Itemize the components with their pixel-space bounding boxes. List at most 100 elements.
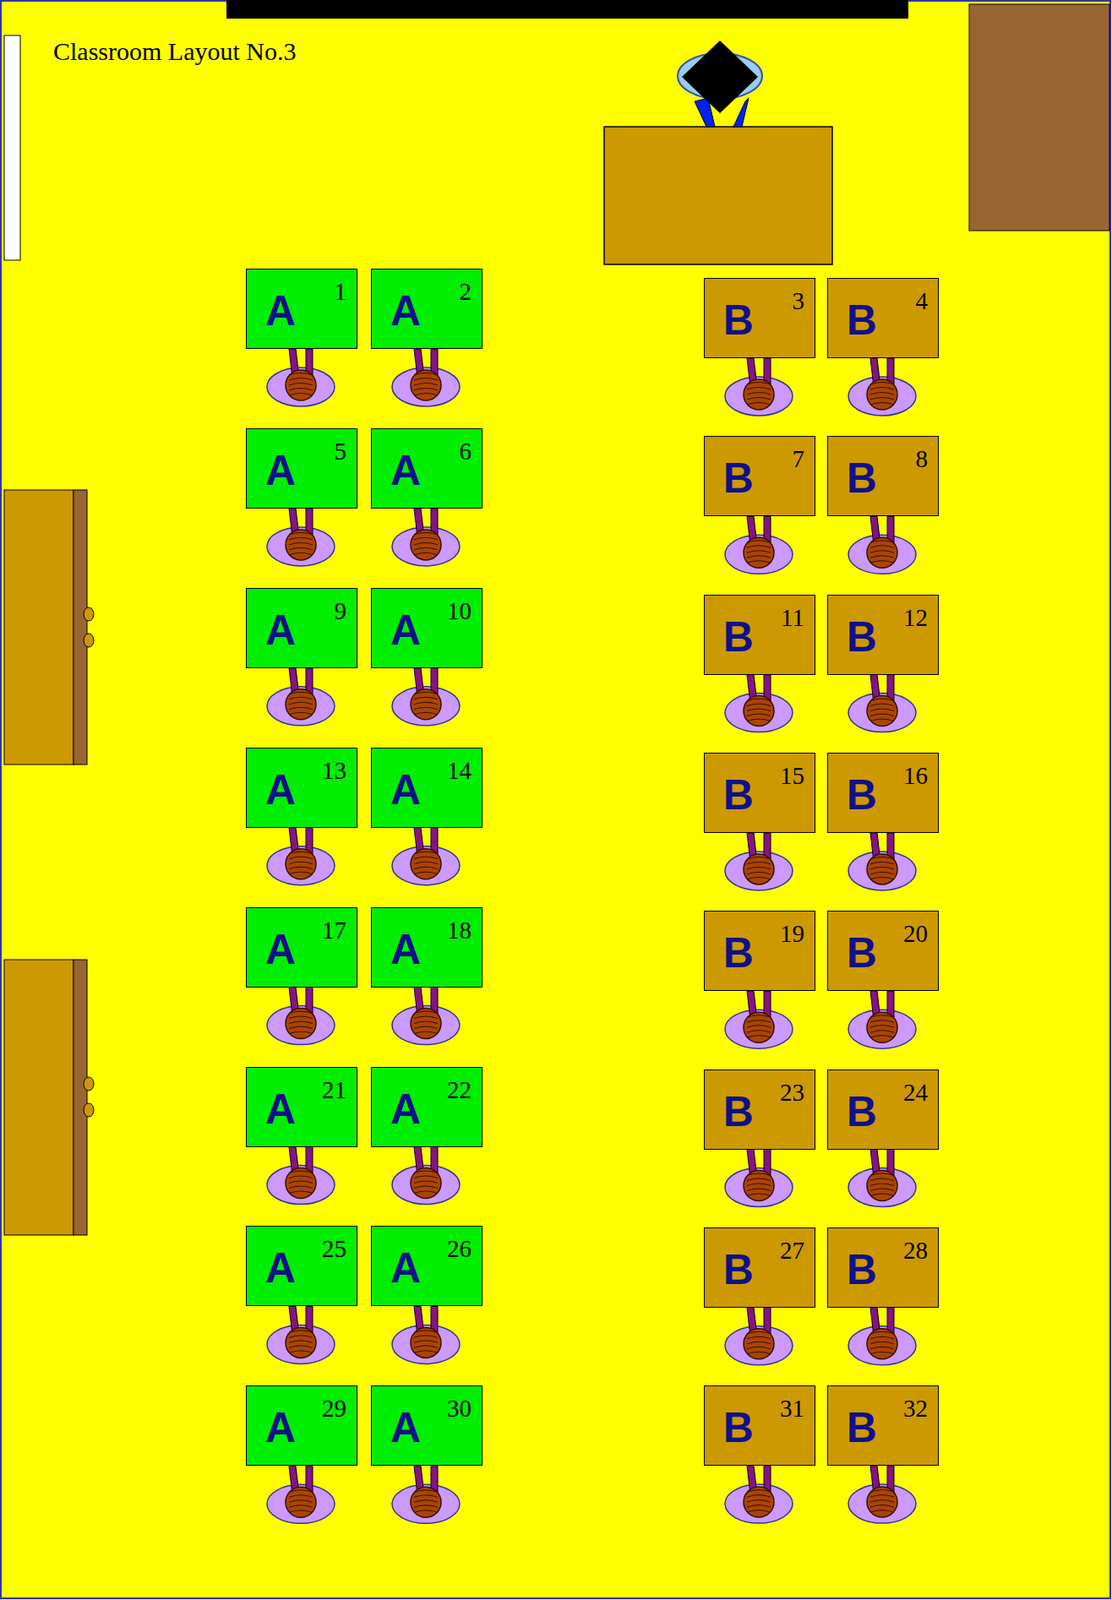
desk-number: 1 <box>334 279 348 305</box>
desk-number: 14 <box>446 758 472 784</box>
student-desk: B16 <box>827 752 939 834</box>
student-desk: B7 <box>703 436 816 517</box>
desk-number: 12 <box>903 605 928 631</box>
student-desk: A30 <box>370 1385 483 1467</box>
group-letter: B <box>723 457 754 500</box>
blackboard <box>226 0 909 19</box>
group-letter: B <box>846 1248 878 1292</box>
teacher-desk <box>604 126 833 265</box>
student-desk: A18 <box>370 907 483 988</box>
group-letter: A <box>390 1088 421 1131</box>
group-letter: B <box>723 1090 754 1134</box>
door <box>4 35 21 261</box>
group-letter: A <box>265 1247 296 1290</box>
title: Classroom Layout No.3 <box>53 37 296 66</box>
group-letter: A <box>265 928 296 971</box>
student <box>848 991 916 1049</box>
group-letter: B <box>846 932 878 975</box>
group-letter: B <box>846 299 878 342</box>
desk-number: 5 <box>334 439 348 464</box>
group-letter: B <box>723 615 754 659</box>
student-desk: B24 <box>827 1069 939 1151</box>
student <box>848 1466 916 1524</box>
student <box>392 828 460 886</box>
desk-number: 25 <box>321 1237 347 1262</box>
group-letter: A <box>265 768 296 812</box>
desk-number: 2 <box>459 279 473 305</box>
group-letter: A <box>265 609 296 652</box>
student-desk: A 29 <box>245 1385 358 1467</box>
desk-number: 15 <box>779 763 805 789</box>
student <box>392 1147 460 1205</box>
student <box>724 516 793 574</box>
student <box>392 987 460 1046</box>
student-desk: A1 <box>245 268 358 349</box>
student <box>267 508 335 567</box>
desk-number: 4 <box>915 288 929 314</box>
student-desk: A 14 <box>370 747 483 829</box>
student <box>724 1308 793 1366</box>
desk-number: 8 <box>915 446 929 472</box>
student <box>392 668 460 726</box>
students <box>267 348 916 1524</box>
student-desk: B28 <box>827 1227 939 1309</box>
side-cabinet <box>4 490 94 765</box>
student-desk: B27 <box>703 1227 816 1309</box>
group-letter: A <box>265 289 296 333</box>
student <box>848 833 916 891</box>
student <box>392 508 460 567</box>
student <box>848 516 916 574</box>
desk-number: 16 <box>903 763 928 789</box>
group-letter: B <box>723 774 754 817</box>
student-desk: B 15 <box>703 752 816 834</box>
desk-number: 24 <box>903 1080 928 1106</box>
desk-number: 29 <box>321 1396 347 1422</box>
group-letter: A <box>265 1088 296 1131</box>
group-letter: A <box>390 768 421 812</box>
desk-number: 3 <box>792 288 806 314</box>
group-letter: A <box>265 1406 296 1450</box>
desk-number: 31 <box>779 1396 805 1422</box>
desk-number: 21 <box>321 1078 347 1103</box>
group-letter: A <box>390 928 421 971</box>
student <box>848 358 916 416</box>
student <box>724 1150 793 1208</box>
student-desk: B 31 <box>703 1385 816 1467</box>
student <box>724 833 793 891</box>
group-letter: B <box>846 1406 878 1450</box>
student-desk: A 21 <box>245 1067 358 1148</box>
student <box>267 668 335 726</box>
desk-number: 19 <box>779 921 805 947</box>
student <box>267 1466 335 1524</box>
student-desk: B 32 <box>827 1385 939 1467</box>
student-desk: A22 <box>370 1067 483 1148</box>
desk-number: 20 <box>903 921 928 947</box>
student-desk: A2 <box>370 268 483 349</box>
group-letter: A <box>390 1247 421 1290</box>
desk-number: 32 <box>903 1396 928 1422</box>
group-letter: A <box>265 449 296 492</box>
student <box>267 1147 335 1205</box>
student-desk: A9 <box>245 588 358 669</box>
student <box>724 991 793 1049</box>
student-desk: A26 <box>370 1226 483 1307</box>
student <box>724 1466 793 1524</box>
cabinet <box>969 4 1110 231</box>
group-letter: B <box>723 1406 754 1450</box>
desk-number: 23 <box>779 1080 805 1106</box>
side-cabinet <box>4 959 94 1236</box>
student-desk: B 11 <box>703 594 816 676</box>
desk-number: 9 <box>334 599 348 624</box>
student <box>267 348 335 407</box>
student <box>392 348 460 407</box>
group-letter: B <box>846 615 878 659</box>
group-letter: B <box>723 932 754 975</box>
group-letter: A <box>390 1406 421 1450</box>
student-desk: A10 <box>370 588 483 669</box>
desk-number: 11 <box>780 605 805 631</box>
student <box>267 828 335 886</box>
student-desk: B4 <box>827 278 939 359</box>
group-letter: B <box>846 457 878 500</box>
